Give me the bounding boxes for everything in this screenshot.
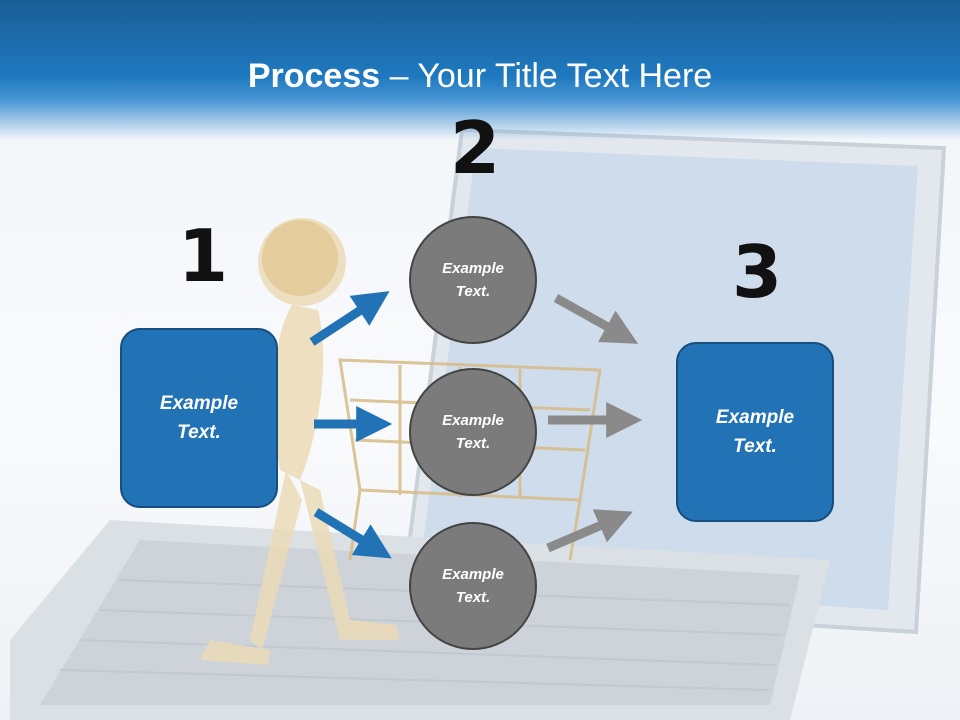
title-bar xyxy=(0,0,960,140)
step-2-circle-2: Example Text. xyxy=(409,368,537,496)
step-number-1: 1 xyxy=(178,214,229,298)
step-2-circle-3: Example Text. xyxy=(409,522,537,650)
title-bold: Process xyxy=(247,57,381,95)
circle-3-text: Example Text. xyxy=(442,566,504,606)
title-rest: – Your Title Text Here xyxy=(380,57,713,95)
step-number-2: 2 xyxy=(450,106,501,190)
step-3-text: Example Text. xyxy=(715,407,795,457)
arrow-circle-3-to-3 xyxy=(546,509,633,553)
arrow-circle-1-to-3 xyxy=(553,294,639,344)
arrow-1-to-circle-1 xyxy=(309,291,390,346)
circle-1-text: Example Text. xyxy=(442,260,504,300)
step-1-box: Example Text. xyxy=(120,328,278,508)
circle-2-text: Example Text. xyxy=(442,412,504,452)
step-number-3: 3 xyxy=(732,230,783,314)
arrow-1-to-circle-3 xyxy=(313,508,392,559)
step-2-circle-1: Example Text. xyxy=(409,216,537,344)
slide-title: Process – Your Title Text Here xyxy=(0,54,960,98)
step-1-text: Example Text. xyxy=(159,393,239,443)
step-3-box: Example Text. xyxy=(676,342,834,522)
